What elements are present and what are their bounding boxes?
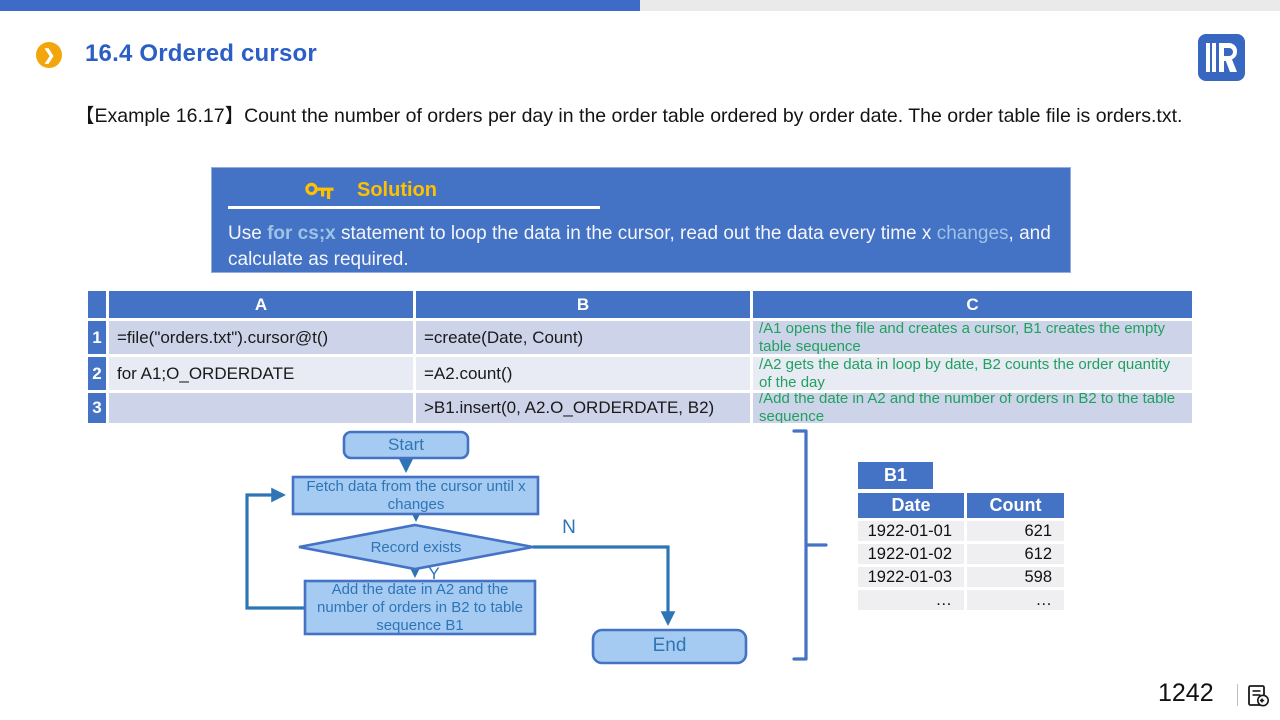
solution-title-underline [228, 206, 600, 209]
page-title: 16.4 Ordered cursor [85, 40, 317, 67]
flow-add-label: Add the date in A2 and the number of ord… [317, 581, 523, 634]
code-cell-b3: >B1.insert(0, A2.O_ORDERDATE, B2) [416, 393, 750, 423]
footer-divider [1237, 684, 1238, 706]
code-table-header-c: C [753, 291, 1192, 318]
example-paragraph: 【Example 16.17】Count the number of order… [75, 105, 1183, 127]
code-cell-c1: /A1 opens the file and creates a cursor,… [753, 321, 1192, 354]
result-row4-count: … [967, 590, 1064, 610]
esproc-logo-graphic [1198, 34, 1245, 81]
code-cell-c3: /Add the date in A2 and the number of or… [753, 393, 1192, 423]
chevron-right-icon: ❯ [36, 42, 62, 68]
result-row2-count: 612 [967, 544, 1064, 564]
top-accent-bar-right [640, 0, 1280, 11]
solution-body-highlight2: changes [936, 223, 1009, 244]
result-row1-count: 621 [967, 521, 1064, 541]
flow-start-shape [342, 430, 470, 460]
solution-body-part2: statement to loop the data in the cursor… [335, 223, 937, 244]
code-table-rownum-3: 3 [88, 393, 106, 423]
result-header-count: Count [967, 493, 1064, 518]
solution-body-part3: , and calculate as required. [228, 223, 1051, 270]
brace-to-result-table [792, 429, 828, 661]
code-table-corner-cell [88, 291, 106, 318]
code-cell-a2: for A1;O_ORDERDATE [109, 357, 413, 390]
page-number: 1242 [1158, 679, 1214, 707]
result-row3-date: 1922-01-03 [858, 567, 964, 587]
code-cell-b2: =A2.count() [416, 357, 750, 390]
result-row3-count: 598 [967, 567, 1064, 587]
result-row2-date: 1922-01-02 [858, 544, 964, 564]
flow-decision-label: Record exists [370, 539, 462, 557]
solution-body-part1: Use [228, 223, 268, 244]
code-table-rownum-2: 2 [88, 357, 106, 390]
return-document-icon [1246, 684, 1270, 708]
solution-body-highlight1: for cs;x [267, 223, 336, 244]
chevron-glyph: ❯ [42, 47, 56, 64]
result-row4-date: … [858, 590, 964, 610]
solution-box [211, 167, 1071, 273]
code-table-header-b: B [416, 291, 750, 318]
top-accent-bar-left [0, 0, 640, 11]
key-icon [305, 181, 335, 202]
esproc-logo [1197, 33, 1246, 82]
result-row1-date: 1922-01-01 [858, 521, 964, 541]
flow-start-label: Start [388, 434, 424, 454]
flow-fetch-shape [291, 475, 540, 516]
flow-no-label: N [562, 516, 576, 538]
flow-yes-label: Y [428, 563, 440, 583]
result-table-name: B1 [858, 462, 933, 489]
flow-add-shape [303, 579, 537, 636]
flow-end-label: End [652, 635, 687, 657]
code-table-header-a: A [109, 291, 413, 318]
connector-no-to-end [533, 545, 676, 626]
code-cell-a3 [109, 393, 413, 423]
connector-loop-back [245, 487, 305, 610]
code-cell-c2: /A2 gets the data in loop by date, B2 co… [753, 357, 1192, 390]
solution-body: Use for cs;x statement to loop the data … [228, 221, 1058, 272]
code-cell-a1: =file("orders.txt").cursor@t() [109, 321, 413, 354]
code-table-rownum-1: 1 [88, 321, 106, 354]
code-cell-b1: =create(Date, Count) [416, 321, 750, 354]
flow-end-shape [591, 628, 748, 665]
solution-title: Solution [357, 179, 437, 201]
result-header-date: Date [858, 493, 964, 518]
flow-fetch-label: Fetch data from the cursor until x chang… [306, 478, 526, 513]
flow-decision-shape [298, 523, 534, 571]
